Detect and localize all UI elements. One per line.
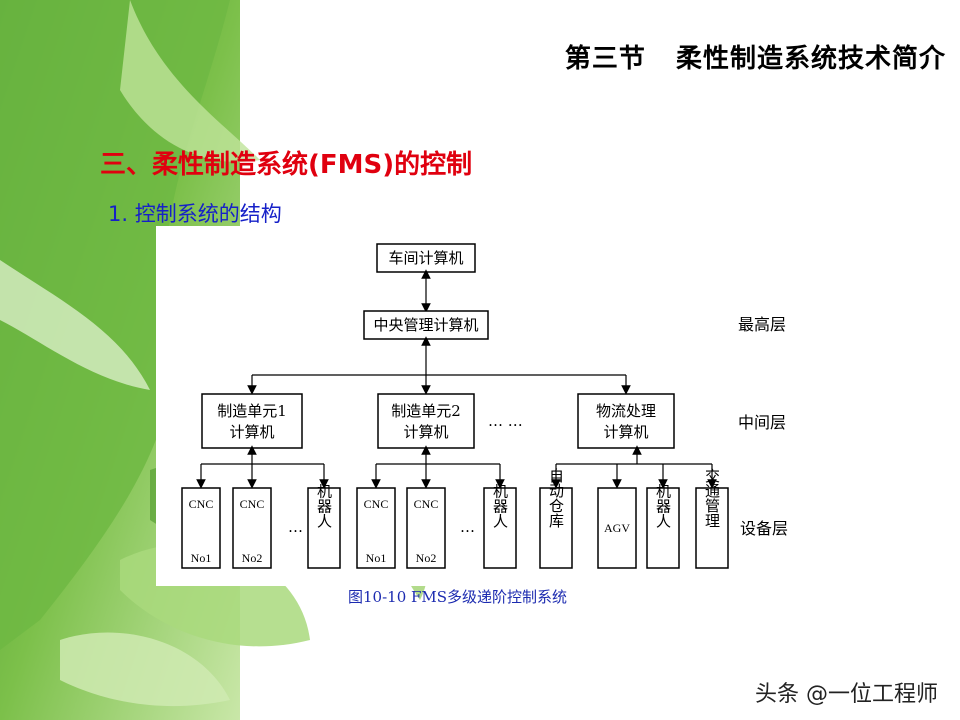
cnc-4-label: CNC (414, 497, 439, 511)
cell1-label-line2: 计算机 (229, 423, 274, 441)
control-hierarchy-diagram: 车间计算机 中央管理计算机 最高层 制造单元1 计算机 制造单元2 计算机 … … (181, 243, 788, 569)
slide-title: 第三节 柔性制造系统技术简介 (564, 44, 946, 74)
robot-2-label: 机器人 (491, 484, 509, 529)
robot-1-label: 机器人 (315, 484, 333, 529)
robot-2-box (483, 487, 517, 569)
traffic-management-label: 交通管理 (703, 467, 721, 528)
layer-device-label: 设备层 (740, 519, 788, 538)
logistics-computer-box (577, 393, 675, 449)
cnc-1-box (181, 487, 221, 569)
layer-top-label: 最高层 (738, 315, 786, 334)
central-computer-box (363, 310, 489, 340)
central-computer-label: 中央管理计算机 (373, 316, 478, 334)
cnc-2-box (232, 487, 272, 569)
figure-caption: 图10-10 FMS多级递阶控制系统 (348, 588, 568, 606)
cnc-3-label: CNC (364, 497, 389, 511)
robot-1-box (307, 487, 341, 569)
cell2-label-line1: 制造单元2 (391, 402, 461, 420)
diagram-panel: 车间计算机 中央管理计算机 最高层 制造单元1 计算机 制造单元2 计算机 … … (156, 226, 796, 586)
cnc-4-box (406, 487, 446, 569)
logistics-label-line1: 物流处理 (596, 402, 656, 420)
agv-box (597, 487, 637, 569)
robot-3-box (646, 487, 680, 569)
workshop-computer-label: 车间计算机 (388, 249, 463, 267)
watermark: 头条 @一位工程师 (755, 682, 938, 707)
section-title: 三、柔性制造系统(FMS)的控制 (100, 150, 473, 180)
traffic-management-box (695, 487, 729, 569)
cell1-label-line1: 制造单元1 (217, 402, 287, 420)
subsection-title: 1. 控制系统的结构 (108, 202, 282, 226)
auto-warehouse-box (539, 487, 573, 569)
auto-warehouse-label: 自动仓库 (547, 468, 565, 528)
cnc-2-number: No2 (242, 551, 263, 565)
cnc-4-number: No2 (416, 551, 437, 565)
device-ellipsis-2: … (460, 518, 475, 536)
cnc-3-number: No1 (366, 551, 387, 565)
workshop-computer-box (376, 243, 476, 273)
cnc-1-number: No1 (191, 551, 212, 565)
cnc-2-label: CNC (240, 497, 265, 511)
device-bus-lines (196, 445, 717, 489)
agv-label: AGV (604, 521, 630, 535)
logistics-label-line2: 计算机 (603, 423, 648, 441)
cell2-computer-box (377, 393, 475, 449)
middle-ellipsis: … … (488, 412, 523, 430)
robot-3-label: 机器人 (654, 484, 672, 529)
cell2-label-line2: 计算机 (403, 423, 448, 441)
cnc-3-box (356, 487, 396, 569)
layer-middle-label: 中间层 (738, 413, 786, 432)
cnc-1-label: CNC (189, 497, 214, 511)
device-ellipsis-1: … (288, 518, 303, 536)
